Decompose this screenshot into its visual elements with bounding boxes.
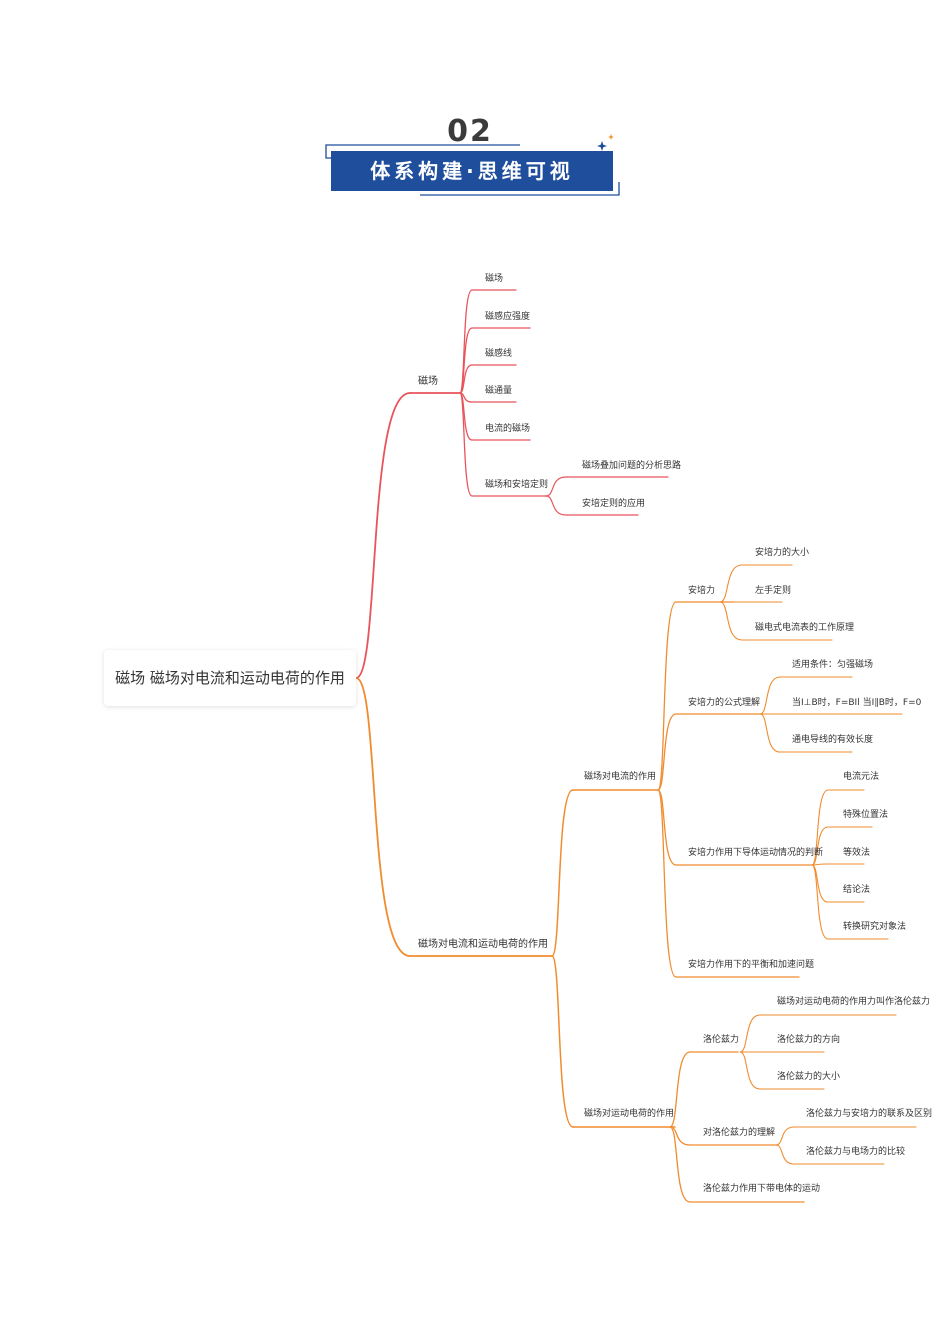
mindmap-root-label: 磁场 磁场对电流和运动电荷的作用 [115,669,345,687]
conn-motion-link [657,789,677,866]
conn-ampere-force-link [657,601,677,791]
node-ampere-rule-app: 安培定则的应用 [582,499,646,509]
conn-action-charge-link [551,955,574,1128]
conn-field-action-link [355,677,411,957]
node-effective-length: 通电导线的有效长度 [792,735,874,745]
branch-field-action: 磁场对电流和运动电荷的作用 [418,939,548,950]
conn-lu-0-link [775,1126,795,1146]
node-field-lines: 磁感线 [485,349,513,359]
node-lorentz-def: 磁场对运动电荷的作用力叫作洛伦兹力 [777,997,931,1007]
node-ampere-rule: 磁场和安培定则 [485,480,549,490]
section-title: 体系构建·思维可视 [331,151,613,191]
node-formula-cases: 当I⊥B时，F=BIl 当I∥B时，F=0 [792,698,922,708]
conn-action-current-link [551,789,574,957]
node-special-position: 特殊位置法 [843,810,889,820]
node-formula: 安培力的公式理解 [688,698,761,708]
node-action-on-charge: 磁场对运动电荷的作用 [584,1109,675,1119]
node-ampere-force: 安培力 [688,586,716,596]
conn-af-2-link [719,601,743,641]
node-galvanometer: 磁电式电流表的工作原理 [755,623,855,633]
node-motion-judgement: 安培力作用下导体运动情况的判断 [688,848,824,858]
mindmap-root-node: 磁场 磁场对电流和运动电荷的作用 [104,650,356,706]
conn-mf-5-link [459,392,473,497]
node-lorentz-vs-ampere: 洛伦兹力与安培力的联系及区别 [806,1109,933,1119]
sparkle-icon [597,134,614,151]
node-magnetic-flux: 磁通量 [485,386,513,396]
conn-lf-2-link [739,1051,761,1090]
conn-mf-2-link [459,364,473,394]
conn-fm-0-link [759,676,781,715]
node-lorentz-magnitude: 洛伦兹力的大小 [777,1072,841,1082]
conn-formula-link [657,713,677,791]
branch-magnetic-field: 磁场 [418,376,438,387]
node-magnetic-induction: 磁感应强度 [485,312,531,322]
conn-charged-body-link [669,1126,691,1203]
section-number: 02 [447,114,493,149]
conn-lu-1-link [775,1144,795,1165]
conn-fm-2-link [759,713,781,753]
node-charged-body-motion: 洛伦兹力作用下带电体的运动 [703,1184,821,1194]
node-current-field: 电流的磁场 [485,424,531,434]
conn-mf-sub-1-link [545,495,567,516]
section-header: 02 体系构建·思维可视 [0,0,950,220]
node-conclusion: 结论法 [843,885,871,895]
node-action-on-current: 磁场对电流的作用 [584,772,657,782]
node-left-hand-rule: 左手定则 [755,586,792,596]
node-lorentz-vs-electric: 洛伦兹力与电场力的比较 [806,1147,906,1157]
conn-magnetic-field-link [355,392,411,679]
node-lorentz-force: 洛伦兹力 [703,1035,740,1045]
conn-af-0-link [719,564,743,603]
conn-balance-link [657,789,677,978]
node-lorentz-direction: 洛伦兹力的方向 [777,1035,841,1045]
node-balance-acceleration: 安培力作用下的平衡和加速问题 [688,960,815,970]
conn-mf-sub-0-link [545,476,567,497]
node-ampere-magnitude: 安培力的大小 [755,548,810,558]
node-equivalent: 等效法 [843,848,871,858]
node-condition: 适用条件：匀强磁场 [792,660,874,670]
node-current-element: 电流元法 [843,772,880,782]
conn-mj-1-link [811,826,829,866]
node-lorentz-understanding: 对洛伦兹力的理解 [703,1128,776,1138]
node-superposition: 磁场叠加问题的分析思路 [582,461,682,471]
conn-lorentz-link [669,1051,691,1128]
node-magnetic-field: 磁场 [485,274,504,284]
conn-mj-2-link [811,863,829,866]
conn-lf-0-link [739,1014,761,1053]
node-change-object: 转换研究对象法 [843,922,907,932]
conn-mj-4-link [811,864,829,940]
